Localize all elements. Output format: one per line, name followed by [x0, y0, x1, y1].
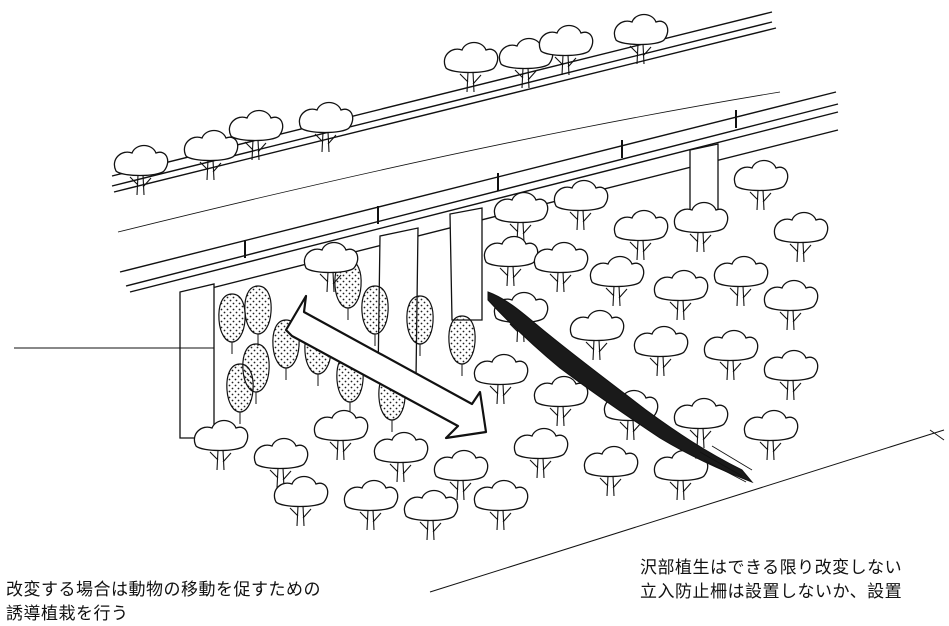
railing-posts: [244, 110, 737, 258]
caption-left-line1: 改変する場合は動物の移動を促すための: [6, 580, 321, 600]
stream: [487, 291, 754, 484]
illustration: [14, 11, 945, 593]
caption-right-line2: 立入防止柵は設置しないか、設置: [640, 582, 903, 602]
caption-right-line1: 沢部植生はできる限り改変しない: [640, 558, 903, 578]
caption-right: 沢部植生はできる限り改変しない 立入防止柵は設置しないか、設置: [640, 556, 902, 604]
double-arrow-icon: [284, 294, 488, 440]
stream-hatching: [699, 445, 753, 483]
caption-left-line2: 誘導植栽を行う: [6, 604, 129, 624]
ground-line: [429, 429, 945, 593]
ground-line-right: [929, 429, 945, 441]
caption-left: 改変する場合は動物の移動を促すための 誘導植栽を行う: [6, 578, 321, 626]
